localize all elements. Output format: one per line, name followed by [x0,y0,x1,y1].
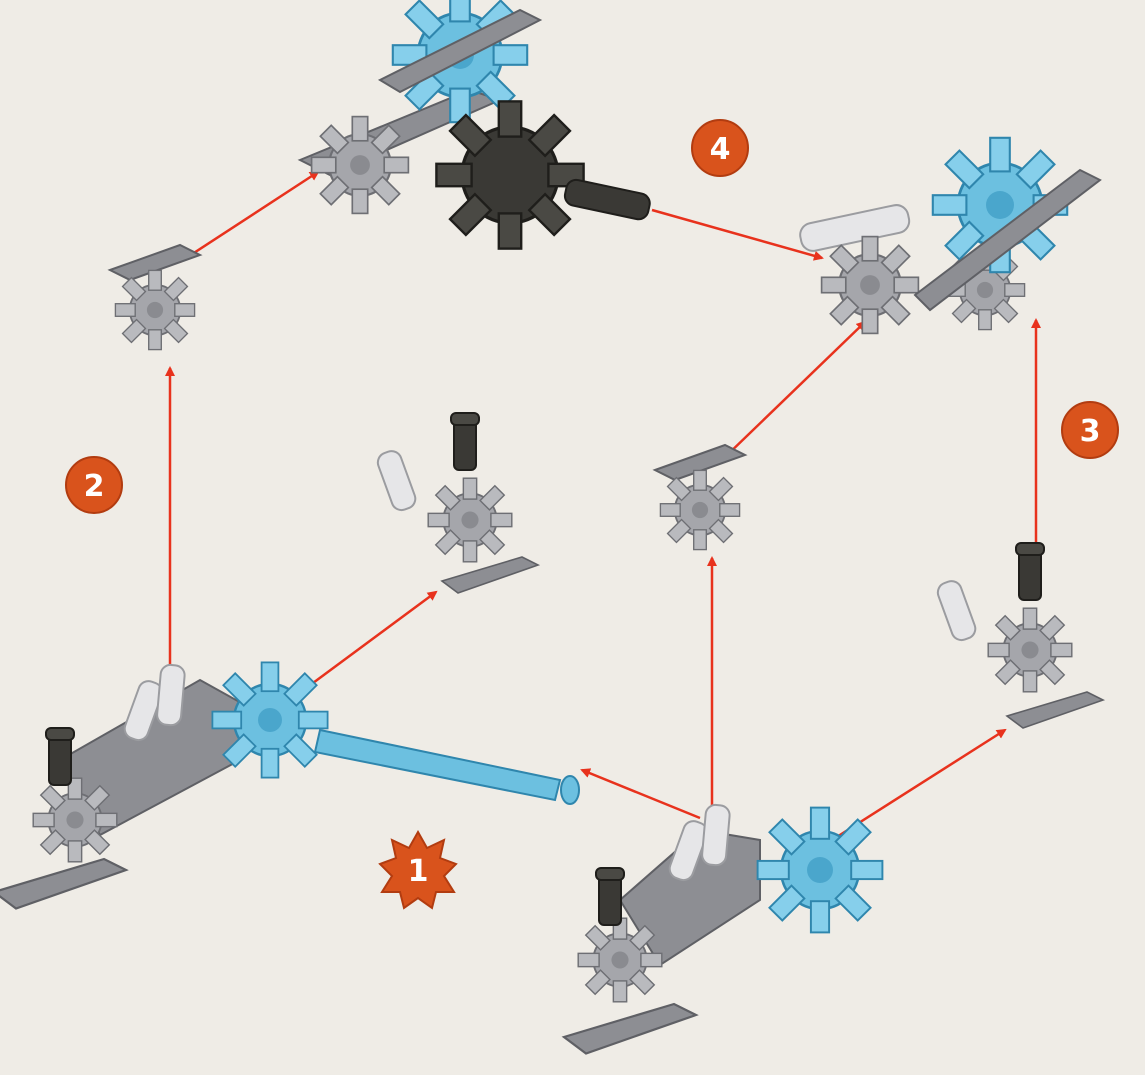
top-right-assembly [798,138,1100,334]
bottom-right-assembly [564,804,882,1053]
step-4-label: 4 [710,132,731,167]
step-3-label: 3 [1080,414,1101,449]
step-2-label: 2 [84,469,105,504]
connector-icon [110,245,200,350]
gear-connector-icon [935,543,1103,728]
step-4-badge: 4 [692,120,748,176]
step-2-badge: 2 [66,457,122,513]
bottom-left-assembly [0,662,328,908]
gear-connector-icon [375,413,538,593]
rod-icon [315,730,579,804]
connector-icon [655,445,745,550]
top-left-assembly [300,0,652,249]
step-1-label: 1 [408,854,429,889]
step-3-badge: 3 [1062,402,1118,458]
step-1-badge: 1 [380,832,456,908]
